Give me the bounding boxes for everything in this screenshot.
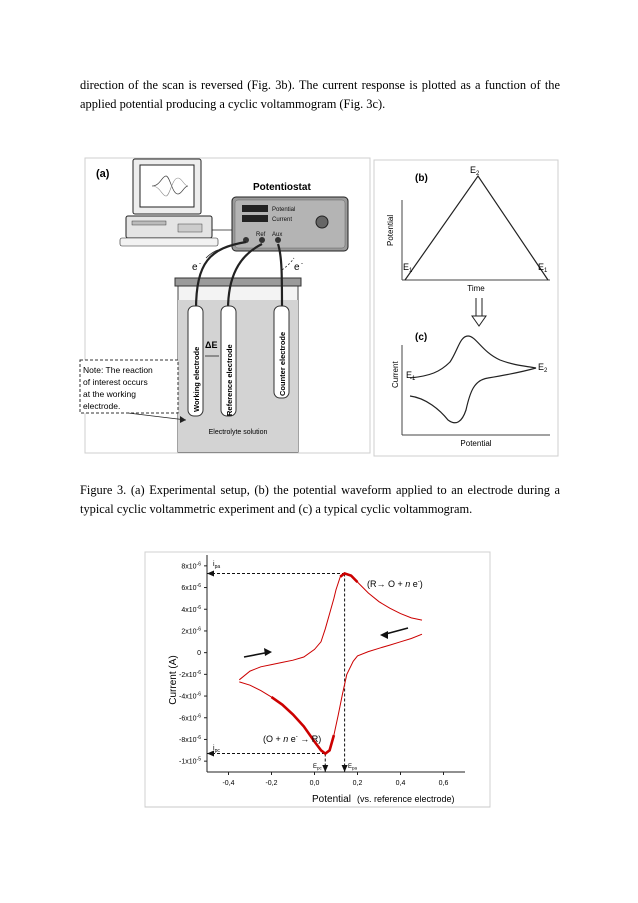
- x-tick-label: -0,2: [265, 780, 277, 787]
- svg-text:1: 1: [412, 376, 416, 382]
- y-tick-label: -2x10-6: [179, 670, 201, 679]
- figure-3: (a) Potentiostat Potential Current R: [79, 157, 559, 457]
- electron-label-left: e: [192, 262, 198, 273]
- x-tick-label: -0,4: [222, 780, 234, 787]
- note-box: Note: The reaction of interest occurs at…: [79, 359, 179, 414]
- y-tick-label: -4x10-6: [179, 692, 201, 701]
- delta-e-label: ΔE: [205, 340, 217, 350]
- potentiostat-device: Potential Current Ref Aux: [231, 196, 349, 252]
- ipc-label: ipc: [213, 745, 220, 754]
- svg-text:Ref: Ref: [256, 232, 266, 238]
- x-axis-label-note: (vs. reference electrode): [357, 794, 455, 804]
- epa-label: Epa: [348, 764, 358, 771]
- panel-c-xlabel: Potential: [460, 439, 491, 448]
- epa-arrowhead: [341, 765, 348, 772]
- svg-text:E: E: [470, 165, 476, 175]
- svg-text:Reference electrode: Reference electrode: [225, 344, 234, 416]
- ipc-arrowhead: [207, 750, 214, 757]
- potential-waveform: [404, 174, 549, 281]
- svg-text:-: -: [301, 261, 303, 267]
- reduction-annotation: (O + n e- → R): [263, 734, 321, 744]
- svg-text:Aux: Aux: [272, 232, 282, 238]
- y-tick-label: 8x10-6: [181, 561, 201, 570]
- svg-text:1: 1: [544, 268, 548, 274]
- svg-text:of interest occurs: of interest occurs: [83, 377, 148, 387]
- y-tick-label: 0: [197, 650, 201, 657]
- y-tick-label: 6x10-6: [181, 583, 201, 592]
- y-axis-label: Current (A): [168, 655, 179, 704]
- body-paragraph: direction of the scan is reversed (Fig. …: [80, 78, 560, 111]
- voltammogram-sketch: [409, 335, 537, 424]
- counter-electrode: Counter electrode: [273, 305, 290, 399]
- epc-arrowhead: [322, 765, 329, 772]
- svg-text:-: -: [199, 261, 201, 267]
- working-electrode: Working electrode: [187, 305, 204, 417]
- panel-c-ylabel: Current: [391, 361, 400, 388]
- panel-b-xlabel: Time: [467, 284, 485, 293]
- panel-b-ylabel: Potential: [386, 215, 395, 246]
- svg-text:Note: The reaction: Note: The reaction: [83, 365, 153, 375]
- y-tick-label: -1x10-5: [179, 757, 201, 766]
- svg-text:E: E: [538, 262, 544, 272]
- panel-a-tag: (a): [96, 168, 110, 180]
- x-tick-label: 0,2: [353, 780, 363, 787]
- y-tick-label: 4x10-6: [181, 605, 201, 614]
- panel-b-tag: (b): [415, 173, 428, 184]
- figure-caption: Figure 3. (a) Experimental setup, (b) th…: [80, 483, 560, 516]
- electron-label-right: e: [294, 262, 300, 273]
- ipa-arrowhead: [207, 570, 214, 577]
- panel-a: (a) Potentiostat Potential Current R: [79, 157, 371, 454]
- svg-text:electrode.: electrode.: [83, 401, 120, 411]
- reference-electrode: Reference electrode: [220, 305, 237, 417]
- svg-text:E: E: [406, 370, 412, 380]
- epc-label: Epc: [313, 764, 323, 771]
- panel-c-tag: (c): [415, 332, 427, 343]
- svg-text:Current: Current: [272, 217, 292, 223]
- svg-text:at the working: at the working: [83, 389, 136, 399]
- x-tick-label: 0,6: [439, 780, 449, 787]
- svg-text:E: E: [403, 262, 409, 272]
- y-tick-label: -6x10-6: [179, 713, 201, 722]
- x-axis-label: Potential: [312, 794, 351, 805]
- potentiostat-title: Potentiostat: [253, 182, 311, 193]
- y-tick-label: -8x10-6: [179, 735, 201, 744]
- svg-text:E: E: [538, 362, 544, 372]
- y-tick-label: 2x10-6: [181, 626, 201, 635]
- reverse-scan-highlight: [270, 696, 336, 756]
- svg-text:1: 1: [409, 268, 413, 274]
- oxidation-annotation: (R→ O + n e-): [367, 579, 423, 589]
- x-tick-label: 0,4: [396, 780, 406, 787]
- svg-text:2: 2: [544, 368, 548, 374]
- panel-a-frame: [84, 157, 371, 454]
- svg-text:Counter electrode: Counter electrode: [278, 332, 287, 396]
- ipa-label: ipa: [213, 561, 220, 570]
- svg-text:Potential: Potential: [272, 207, 295, 213]
- svg-text:Working electrode: Working electrode: [192, 347, 201, 412]
- svg-text:2: 2: [476, 171, 480, 177]
- forward-scan-highlight: [339, 571, 359, 584]
- electrolyte-label: Electrolyte solution: [209, 429, 268, 436]
- computer-icon: [119, 158, 219, 247]
- forward-scan-curve: [238, 572, 423, 681]
- x-tick-label: 0,0: [310, 780, 320, 787]
